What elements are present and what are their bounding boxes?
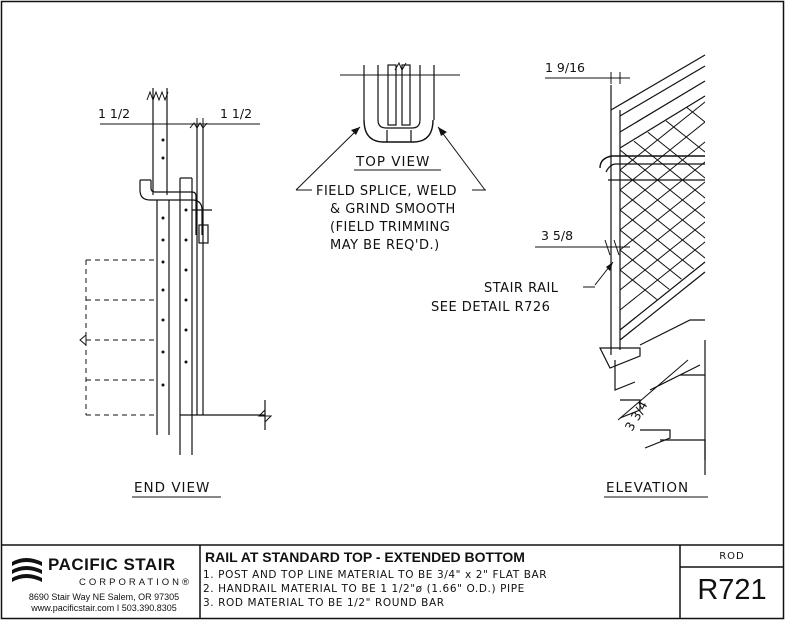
company-subtitle: CORPORATION® <box>79 577 193 588</box>
end-view <box>79 88 273 455</box>
logo-mark-icon <box>12 558 42 582</box>
elev-dim-top: 1 9/16 <box>545 60 585 75</box>
spec-note-2: 2. HANDRAIL MATERIAL TO BE 1 1/2"ø (1.66… <box>203 583 525 595</box>
splice-note-line-2: & GRIND SMOOTH <box>330 202 456 217</box>
contact-line: www.pacificstair.com I 503.390.8305 <box>31 603 177 613</box>
drawing-title: RAIL AT STANDARD TOP - EXTENDED BOTTOM <box>205 549 525 565</box>
drawn-by: ROD <box>719 551 745 562</box>
company-address: 8690 Stair Way NE Salem, OR 97305 www.pa… <box>10 592 198 614</box>
end-view-holes <box>161 138 188 387</box>
splice-note-line-3: (FIELD TRIMMING <box>330 220 450 235</box>
top-view <box>295 61 486 191</box>
elev-dim-mid: 3 5/8 <box>541 228 573 243</box>
elevation <box>535 54 706 475</box>
address-line: 8690 Stair Way NE Salem, OR 97305 <box>28 592 180 602</box>
company-name: PACIFIC STAIR <box>48 555 176 574</box>
title-block-grid <box>1 544 784 619</box>
top-view-title: TOP VIEW <box>355 154 430 170</box>
detail-number: R721 <box>697 574 767 606</box>
splice-note-line-1: FIELD SPLICE, WELD <box>316 184 457 199</box>
stair-rail-note-line-1: STAIR RAIL <box>484 281 559 296</box>
elevation-title: ELEVATION <box>606 480 689 496</box>
splice-note-line-4: MAY BE REQ'D.) <box>330 238 440 253</box>
stair-rail-note-line-2: SEE DETAIL R726 <box>431 300 550 315</box>
end-dim-left: 1 1/2 <box>98 106 130 121</box>
end-view-title: END VIEW <box>134 480 210 496</box>
end-dim-right: 1 1/2 <box>220 106 252 121</box>
spec-note-3: 3. ROD MATERIAL TO BE 1/2" ROUND BAR <box>203 597 445 609</box>
spec-note-1: 1. POST AND TOP LINE MATERIAL TO BE 3/4"… <box>203 569 548 581</box>
